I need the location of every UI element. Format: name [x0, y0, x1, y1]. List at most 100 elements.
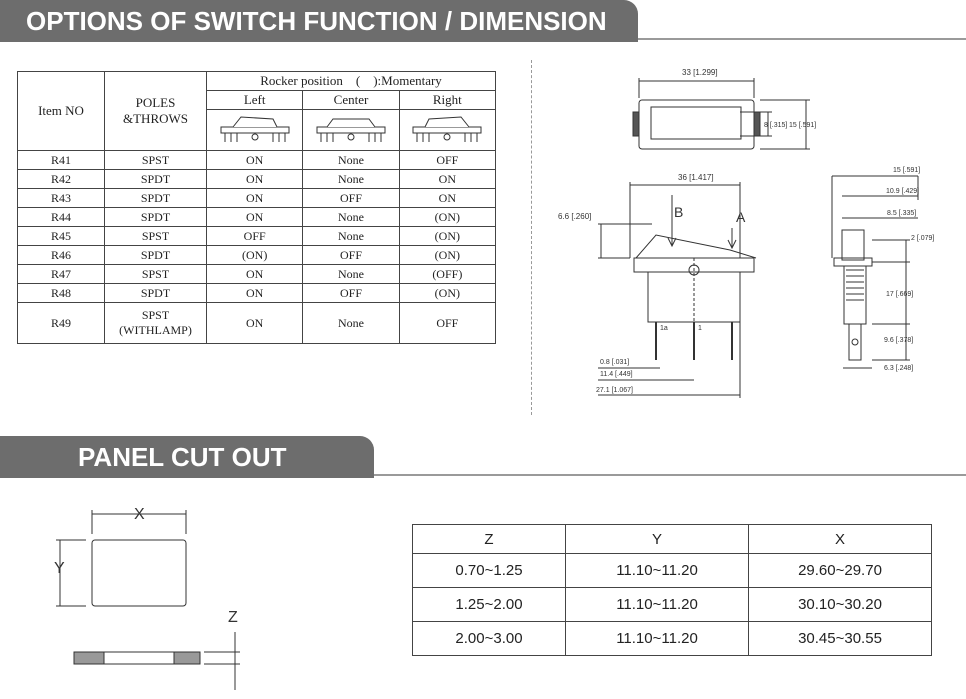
cell-item: R44	[17, 207, 105, 227]
cell-item: R48	[17, 283, 105, 303]
banner-rule-2	[374, 474, 966, 476]
section-divider	[531, 60, 532, 415]
dim-body-width: 36 [1.417]	[678, 173, 714, 182]
cutout-cell: 0.70~1.25	[412, 553, 566, 588]
cell-center: None	[302, 150, 400, 170]
panel-banner: PANEL CUT OUT	[0, 436, 966, 478]
cell-center: OFF	[302, 245, 400, 265]
cell-poles: SPST	[104, 150, 207, 170]
banner-rule	[638, 38, 966, 40]
cutout-cell: 30.10~30.20	[748, 587, 932, 622]
cell-left: ON	[205, 207, 304, 227]
cell-item: R43	[17, 188, 105, 208]
dim-side-h3: 9.6 [.378]	[884, 337, 913, 344]
dim-pin-pitch: 11.4 [.449]	[600, 371, 633, 378]
dim-pin-span: 27.1 [1.067]	[596, 387, 633, 394]
cell-item: R45	[17, 226, 105, 246]
cell-center: OFF	[302, 283, 400, 303]
dim-top-height-b: 15 [.591]	[789, 122, 816, 129]
cutout-cell: 1.25~2.00	[412, 587, 566, 622]
cutout-header-y: Y	[565, 524, 749, 554]
dim-top-height-a: 8 [.315]	[764, 122, 787, 129]
cell-poles: SPDT	[104, 188, 207, 208]
cell-left: OFF	[205, 226, 304, 246]
cell-center: OFF	[302, 188, 400, 208]
cutout-table: Z Y X 0.70~1.25 11.10~11.20 29.60~29.70 …	[412, 524, 932, 656]
cell-left: ON	[205, 150, 304, 170]
cutout-cell: 11.10~11.20	[565, 553, 749, 588]
r49-poles-line2: (WITHLAMP)	[119, 323, 192, 337]
cell-center: None	[302, 207, 400, 227]
cell-center: None	[302, 264, 400, 284]
dim-top-width: 33 [1.299]	[682, 68, 718, 77]
cutout-cell: 11.10~11.20	[565, 621, 749, 656]
cell-poles: SPDT	[104, 207, 207, 227]
cell-item: R47	[17, 264, 105, 284]
cutout-header-x: X	[748, 524, 932, 554]
cell-left: (ON)	[205, 245, 304, 265]
r49-poles-line1: SPST	[141, 308, 170, 322]
r49-center: None	[302, 302, 400, 344]
r49-poles: SPST (WITHLAMP)	[104, 302, 207, 344]
cell-center: None	[302, 169, 400, 189]
cell-left: ON	[205, 169, 304, 189]
dim-side-w1: 15 [.591]	[893, 167, 920, 174]
cutout-label-x: X	[134, 506, 145, 523]
r49-left: ON	[205, 302, 304, 344]
cutout-cell: 11.10~11.20	[565, 587, 749, 622]
cell-poles: SPST	[104, 226, 207, 246]
cell-center: None	[302, 226, 400, 246]
label-a: A	[736, 209, 746, 225]
rocker-position-header: Rocker position ( ):Momentary	[206, 71, 496, 91]
rocker-right-diagram	[398, 109, 497, 151]
side-view-drawing	[831, 175, 919, 369]
cutout-cell: 2.00~3.00	[412, 621, 566, 656]
col-poles-header: POLES &THROWS	[104, 71, 207, 151]
cell-poles: SPDT	[104, 169, 207, 189]
cutout-cell: 29.60~29.70	[748, 553, 932, 588]
cutout-label-y: Y	[54, 560, 65, 577]
dim-side-w4: 6.3 [.248]	[884, 365, 913, 372]
dim-side-w2: 10.9 [.429]	[886, 188, 919, 195]
top-view-drawing	[632, 78, 810, 150]
cutout-header-z: Z	[412, 524, 566, 554]
cell-item: R41	[17, 150, 105, 170]
cell-item: R46	[17, 245, 105, 265]
cell-left: ON	[205, 283, 304, 303]
cutout-label-z: Z	[228, 609, 238, 626]
col-poles-line1: POLES	[135, 95, 176, 110]
r49-right: OFF	[398, 302, 497, 344]
cell-right: ON	[398, 188, 497, 208]
cell-right: (ON)	[398, 226, 497, 246]
pos-center-header: Center	[302, 90, 400, 110]
dim-pin-thk: 0.8 [.031]	[600, 359, 629, 366]
dim-side-h1: 2 [.079]	[911, 235, 934, 242]
cell-right: (ON)	[398, 245, 497, 265]
cell-poles: SPST	[104, 264, 207, 284]
r49-item: R49	[17, 302, 105, 344]
cell-poles: SPDT	[104, 283, 207, 303]
col-poles-line2: &THROWS	[123, 111, 188, 126]
dim-side-w3: 8.5 [.335]	[887, 210, 916, 217]
panel-cutout-drawing	[56, 510, 240, 690]
dim-rocker-offset: 6.6 [.260]	[558, 212, 591, 221]
pos-left-header: Left	[205, 90, 304, 110]
switch-function-table: Item NO POLES &THROWS Rocker position ( …	[17, 71, 497, 344]
pos-right-header: Right	[398, 90, 497, 110]
cell-right: (ON)	[398, 283, 497, 303]
col-item-header: Item NO	[17, 71, 105, 151]
cell-left: ON	[205, 188, 304, 208]
options-banner: OPTIONS OF SWITCH FUNCTION / DIMENSION	[0, 0, 966, 42]
cell-right: OFF	[398, 150, 497, 170]
pin-1a-label: 1a	[660, 325, 668, 332]
cell-right: ON	[398, 169, 497, 189]
